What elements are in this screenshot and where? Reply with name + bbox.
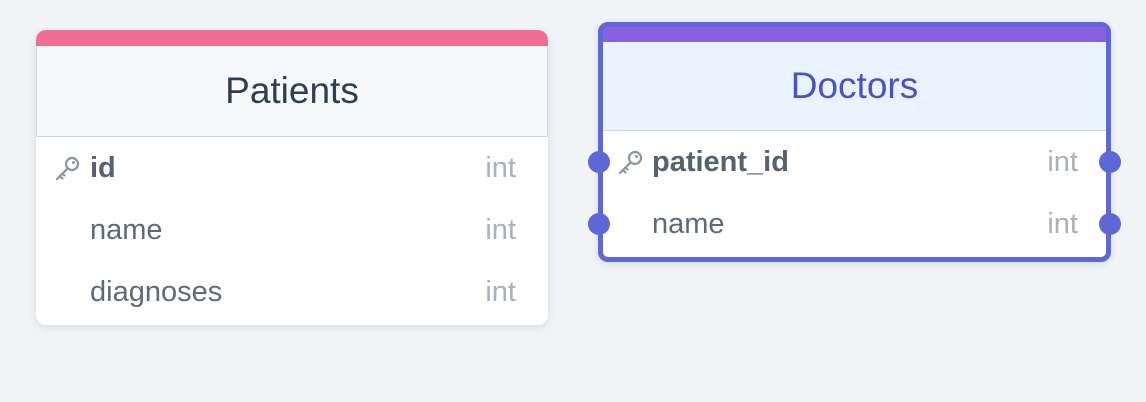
field-row[interactable]: name int xyxy=(36,199,548,261)
table-title[interactable]: Doctors xyxy=(603,42,1106,131)
field-name: diagnoses xyxy=(90,275,223,308)
connection-handle-right[interactable] xyxy=(1099,213,1121,235)
patients-table[interactable]: Patients id int name int diagnoses int xyxy=(36,30,548,325)
connection-handle-right[interactable] xyxy=(1099,151,1121,173)
field-type: int xyxy=(485,213,516,246)
connection-handle-left[interactable] xyxy=(588,213,610,235)
field-row[interactable]: diagnoses int xyxy=(36,261,548,323)
field-row[interactable]: patient_id int xyxy=(588,131,1121,193)
table-color-bar xyxy=(36,30,548,46)
table-color-bar xyxy=(603,27,1106,42)
field-type: int xyxy=(1047,207,1078,240)
field-name: patient_id xyxy=(652,145,789,178)
field-row[interactable]: name int xyxy=(588,193,1121,255)
field-type: int xyxy=(485,275,516,308)
field-name: id xyxy=(90,151,116,184)
field-type: int xyxy=(1047,145,1078,178)
field-name: name xyxy=(90,213,163,246)
table-title[interactable]: Patients xyxy=(36,46,548,137)
field-type: int xyxy=(485,151,516,184)
key-icon xyxy=(615,150,645,176)
field-row[interactable]: id int xyxy=(36,137,548,199)
connection-handle-left[interactable] xyxy=(588,151,610,173)
field-name: name xyxy=(652,207,725,240)
key-icon xyxy=(52,156,82,182)
doctors-table[interactable]: Doctors patient_id int name int xyxy=(588,22,1121,262)
